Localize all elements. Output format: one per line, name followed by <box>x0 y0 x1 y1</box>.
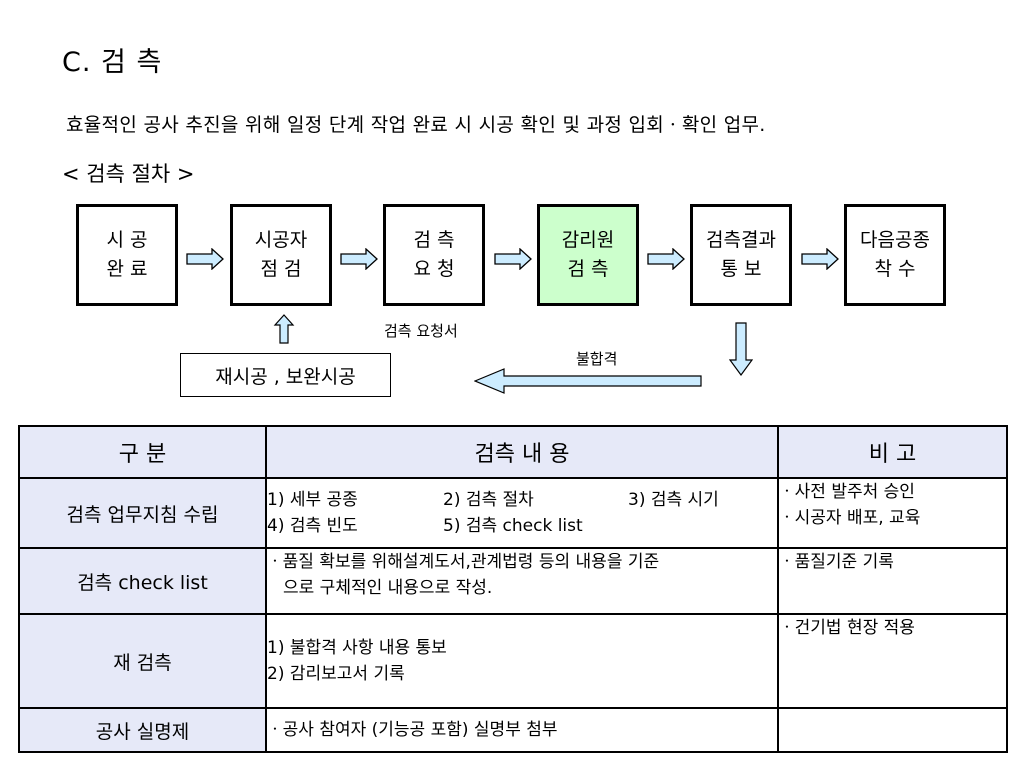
flow-step-supervisor-inspection: 감리원 검 측 <box>537 204 639 306</box>
content-item: 4) 검측 빈도 <box>267 516 358 536</box>
row-category: 재 검측 <box>18 613 267 709</box>
content-line: 2) 감리보고서 기록 <box>267 664 405 684</box>
flow-step-line: 요 청 <box>413 258 455 280</box>
right-arrow-icon <box>494 248 532 270</box>
row-remarks: ㆍ사전 발주처 승인 ㆍ시공자 배포, 교육 <box>777 477 1008 549</box>
flow-step-line: 점 검 <box>260 258 302 280</box>
rework-box: 재시공 , 보완시공 <box>180 353 391 397</box>
flow-step-contractor-check: 시공자 점 검 <box>230 204 332 306</box>
flow-step-line: 완 료 <box>106 258 148 280</box>
right-arrow-icon <box>801 248 839 270</box>
rework-label: 재시공 , 보완시공 <box>215 365 356 388</box>
content-item: 3) 검측 시기 <box>628 490 719 510</box>
row-category: 공사 실명제 <box>18 707 267 753</box>
remark-line: ㆍ품질기준 기록 <box>779 552 894 572</box>
row-content: ㆍ품질 확보를 위해설계도서,관계법령 등의 내용을 기준 으로 구체적인 내용… <box>265 547 779 615</box>
content-line: 1) 불합격 사항 내용 통보 <box>267 638 447 658</box>
flow-step-line: 착 수 <box>874 258 916 280</box>
column-header-content: 검측 내 용 <box>265 425 779 479</box>
flow-step-next-work: 다음공종 착 수 <box>844 204 946 306</box>
procedure-subtitle: < 검측 절차 > <box>62 162 195 186</box>
row-content: 1) 불합격 사항 내용 통보 2) 감리보고서 기록 <box>265 613 779 709</box>
right-arrow-icon <box>186 248 224 270</box>
content-item: 5) 검측 check list <box>443 516 583 536</box>
down-arrow-icon <box>729 322 753 376</box>
flow-step-line: 검 측 <box>413 229 455 251</box>
row-remarks: ㆍ품질기준 기록 <box>777 547 1008 615</box>
flow-step-line: 시 공 <box>106 229 148 251</box>
row-category: 검측 업무지침 수립 <box>18 477 267 549</box>
column-header-remarks: 비 고 <box>777 425 1008 479</box>
table-row: 검측 check list ㆍ품질 확보를 위해설계도서,관계법령 등의 내용을… <box>18 547 1008 615</box>
row-category: 검측 check list <box>18 547 267 615</box>
table-row: 공사 실명제 ㆍ공사 참여자 (기능공 포함) 실명부 첨부 <box>18 707 1008 753</box>
content-item: 2) 검측 절차 <box>443 490 534 510</box>
up-arrow-icon <box>273 314 295 344</box>
flow-step-result-notice: 검측결과 통 보 <box>690 204 792 306</box>
table-row: 재 검측 1) 불합격 사항 내용 통보 2) 감리보고서 기록 ㆍ건기법 현장… <box>18 613 1008 709</box>
remark-line: ㆍ사전 발주처 승인 <box>779 482 915 502</box>
table-header-row: 구 분 검측 내 용 비 고 <box>18 425 1008 479</box>
flow-step-construction-complete: 시 공 완 료 <box>76 204 178 306</box>
content-line: 으로 구체적인 내용으로 작성. <box>283 578 493 598</box>
flow-step-line: 통 보 <box>720 258 762 280</box>
remark-line: ㆍ건기법 현장 적용 <box>779 618 915 638</box>
row-content: ㆍ공사 참여자 (기능공 포함) 실명부 첨부 <box>265 707 779 753</box>
table-row: 검측 업무지침 수립 1) 세부 공종 2) 검측 절차 3) 검측 시기 4)… <box>18 477 1008 549</box>
row-remarks: ㆍ건기법 현장 적용 <box>777 613 1008 709</box>
content-line: ㆍ공사 참여자 (기능공 포함) 실명부 첨부 <box>267 720 558 740</box>
column-header-category: 구 분 <box>18 425 267 479</box>
intro-text: 효율적인 공사 추진을 위해 일정 단계 작업 완료 시 시공 확인 및 과정 … <box>66 114 766 136</box>
flow-step-line: 감리원 <box>561 229 615 251</box>
content-line: ㆍ품질 확보를 위해설계도서,관계법령 등의 내용을 기준 <box>267 552 660 572</box>
flow-step-line: 검 측 <box>567 258 609 280</box>
content-item: 1) 세부 공종 <box>267 490 358 510</box>
request-form-label: 검측 요청서 <box>384 322 458 340</box>
right-arrow-icon <box>340 248 378 270</box>
page-title: C. 검 측 <box>62 47 163 78</box>
flow-step-line: 다음공종 <box>860 229 930 251</box>
inspection-table: 구 분 검측 내 용 비 고 검측 업무지침 수립 1) 세부 공종 2) 검측… <box>18 425 1008 753</box>
fail-label: 불합격 <box>576 350 618 368</box>
flow-step-line: 검측결과 <box>706 229 776 251</box>
flow-step-line: 시공자 <box>254 229 308 251</box>
row-content: 1) 세부 공종 2) 검측 절차 3) 검측 시기 4) 검측 빈도 5) 검… <box>265 477 779 549</box>
left-arrow-icon <box>474 368 702 394</box>
remark-line: ㆍ시공자 배포, 교육 <box>779 508 921 528</box>
flow-step-inspection-request: 검 측 요 청 <box>383 204 485 306</box>
right-arrow-icon <box>647 248 685 270</box>
row-remarks <box>777 707 1008 753</box>
